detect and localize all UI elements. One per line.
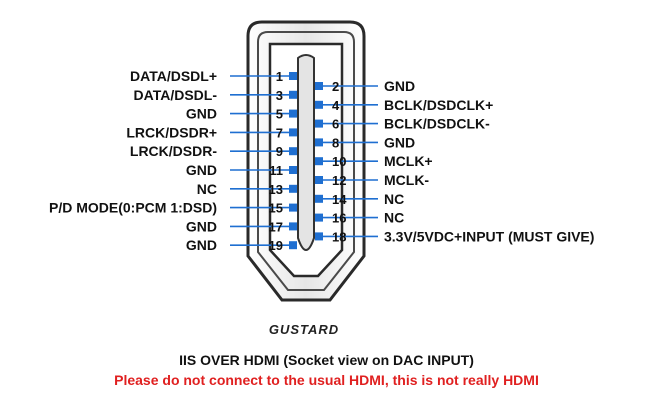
pin-number: 12: [332, 173, 346, 188]
pin-13: 13 NC: [197, 181, 297, 197]
socket-tongue: [297, 54, 315, 251]
pin-number: 1: [276, 69, 283, 84]
pin-number: 7: [276, 125, 283, 140]
pin-label: NC: [384, 191, 404, 207]
pin-15: 15 P/D MODE(0:PCM 1:DSD): [49, 200, 297, 216]
pin-label: DATA/DSDL-: [134, 87, 218, 103]
socket-middle-shell: [257, 31, 355, 291]
pin-contact: [315, 176, 323, 184]
pin-17: 17 GND: [186, 218, 297, 234]
pin-9: 9 LRCK/DSDR-: [130, 143, 297, 159]
pin-contact: [315, 119, 323, 128]
pin-label: LRCK/DSDR+: [126, 124, 217, 140]
pin-label: GND: [186, 218, 217, 234]
pin-number: 8: [332, 135, 339, 150]
pin-16: 16 NC: [315, 210, 404, 226]
pin-number: 19: [269, 238, 283, 253]
pin-label: P/D MODE(0:PCM 1:DSD): [49, 200, 217, 216]
pins-layer: 1DATA/DSDL+3DATA/DSDL-5GND7LRCK/DSDR+9LR…: [49, 68, 594, 253]
pin-contact: [315, 194, 323, 203]
pin-number: 16: [332, 211, 346, 226]
pin-number: 10: [332, 154, 346, 169]
pin-contact: [289, 241, 297, 250]
pin-contact: [315, 213, 323, 222]
pin-label: GND: [384, 78, 415, 94]
pin-14: 14 NC: [315, 191, 404, 207]
pin-contact: [289, 128, 297, 137]
pin-contact: [315, 157, 323, 166]
pin-label: DATA/DSDL+: [130, 68, 217, 84]
pin-label: GND: [384, 134, 415, 150]
pin-label: NC: [384, 210, 404, 226]
pin-contact: [289, 203, 297, 212]
pin-label: 3.3V/5VDC+INPUT (MUST GIVE): [384, 228, 594, 244]
pin-contact: [289, 166, 297, 174]
pin-5: 5 GND: [186, 106, 297, 122]
pin-contact: [315, 138, 323, 147]
pin-contact: [315, 100, 323, 109]
pin-contact: [289, 147, 297, 156]
pin-number: 5: [276, 107, 283, 122]
pin-contact: [315, 232, 323, 241]
pin-number: 9: [276, 144, 283, 159]
pin-2: 2 GND: [315, 78, 415, 94]
pin-number: 3: [276, 88, 283, 103]
pin-18: 18 3.3V/5VDC+INPUT (MUST GIVE): [315, 228, 594, 244]
pin-label: GND: [186, 106, 217, 122]
pin-3: 3 DATA/DSDL-: [134, 87, 297, 103]
pin-label: BCLK/DSDCLK+: [384, 97, 493, 113]
pin-label: GND: [186, 162, 217, 178]
pin-1: 1 DATA/DSDL+: [130, 68, 297, 84]
pin-4: 4 BCLK/DSDCLK+: [315, 97, 493, 113]
pin-number: 15: [269, 201, 283, 216]
pin-contact: [289, 184, 297, 193]
pin-label: GND: [186, 237, 217, 253]
pin-8: 8 GND: [315, 134, 415, 150]
pin-6: 6 BCLK/DSDCLK-: [315, 116, 490, 132]
pin-number: 11: [269, 163, 283, 178]
pin-number: 17: [269, 219, 283, 234]
pin-19: 19 GND: [186, 237, 297, 253]
pin-11: 11 GND: [186, 162, 297, 178]
pin-number: 4: [332, 98, 340, 113]
pin-contact: [289, 72, 297, 80]
pin-10: 10 MCLK+: [315, 153, 433, 169]
pin-contact: [289, 222, 297, 231]
pin-number: 18: [332, 229, 346, 244]
pin-label: NC: [197, 181, 217, 197]
pin-number: 14: [332, 192, 347, 207]
pin-12: 12 MCLK-: [315, 172, 429, 188]
pin-label: BCLK/DSDCLK-: [384, 116, 490, 132]
pin-number: 13: [269, 182, 283, 197]
pin-contact: [315, 82, 323, 90]
brand-logo: GUSTARD: [269, 322, 339, 337]
pin-7: 7 LRCK/DSDR+: [126, 124, 297, 140]
pin-label: MCLK-: [384, 172, 429, 188]
pin-contact: [289, 90, 297, 99]
pin-number: 6: [332, 117, 339, 132]
diagram-title: IIS OVER HDMI (Socket view on DAC INPUT): [179, 352, 474, 368]
pin-label: LRCK/DSDR-: [130, 143, 217, 159]
pin-label: MCLK+: [384, 153, 433, 169]
warning-text: Please do not connect to the usual HDMI,…: [114, 372, 539, 388]
pin-number: 2: [332, 79, 339, 94]
pin-contact: [289, 109, 297, 118]
